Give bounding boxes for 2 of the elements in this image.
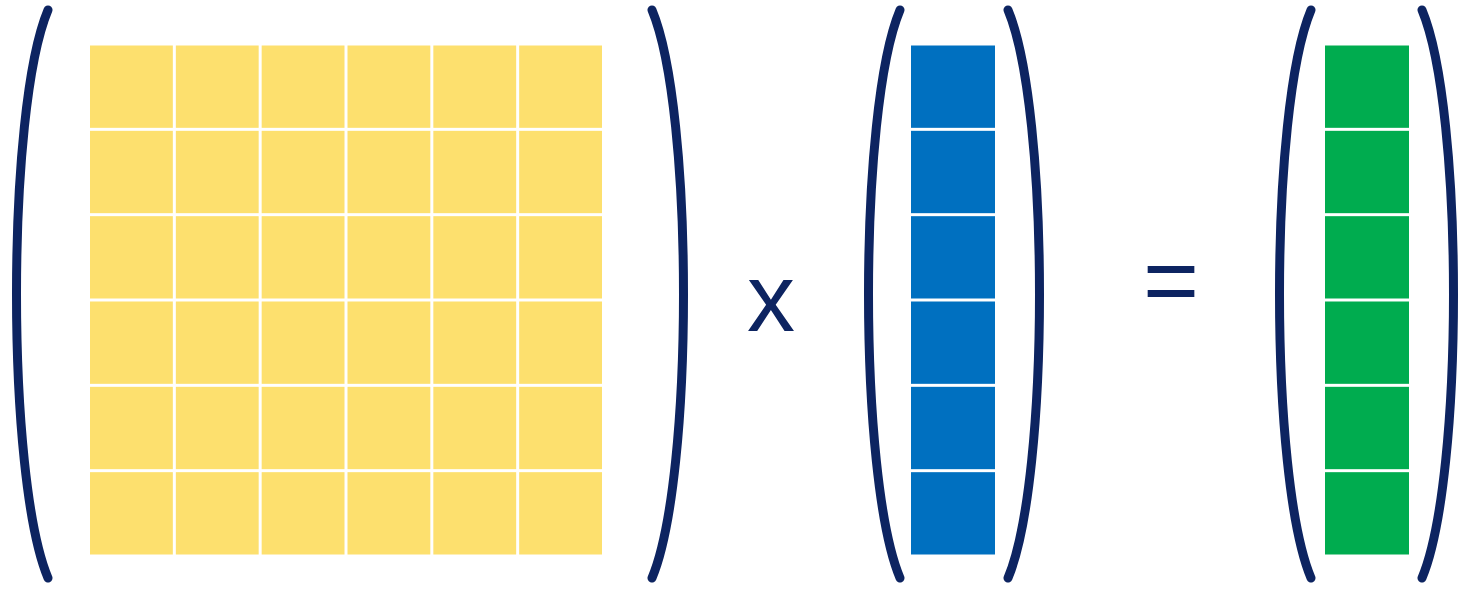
math-operator: = bbox=[1143, 232, 1200, 328]
math-operator: x bbox=[747, 250, 795, 346]
